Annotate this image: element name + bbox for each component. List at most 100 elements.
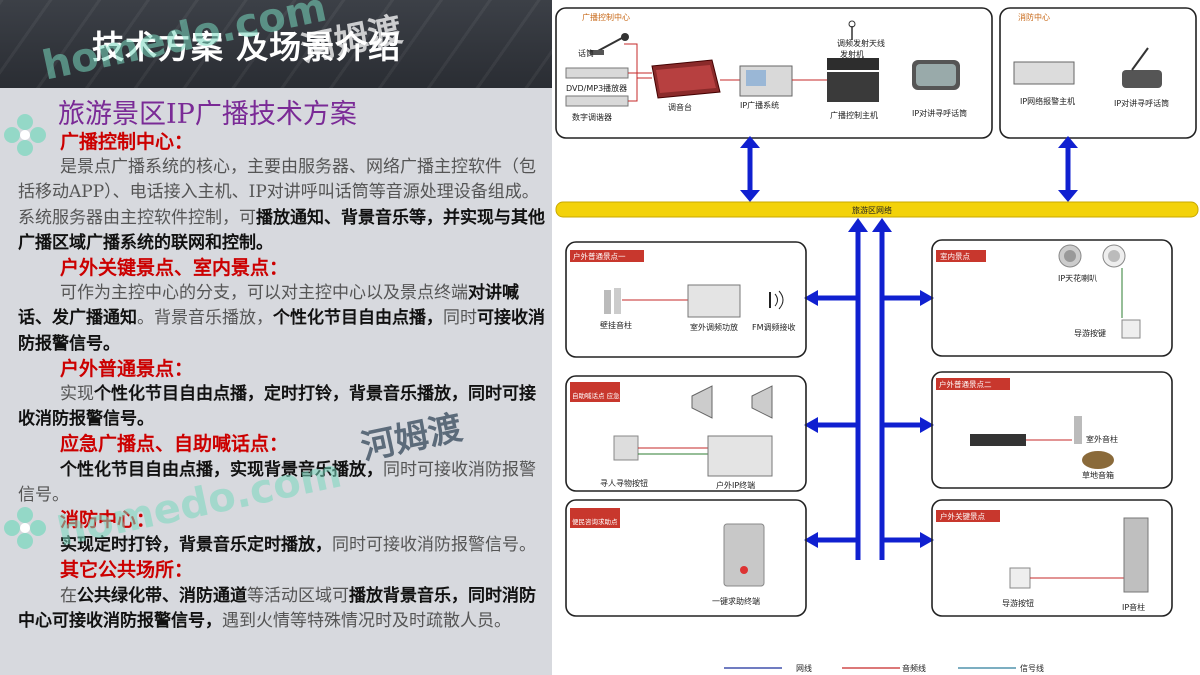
guide-button-device bbox=[1121, 319, 1141, 339]
legend-label: 音频线 bbox=[902, 663, 926, 673]
emphasis-text: 个性化节目自由点播，定时打铃，背景音乐播放，同时可接收消防报警信号。 bbox=[18, 384, 536, 430]
fire-center-title: 消防中心 bbox=[1018, 12, 1050, 22]
audio-line bbox=[624, 43, 652, 102]
ip-terminal-label: 户外IP终端 bbox=[716, 480, 755, 490]
subsection-heading: 户外关键景点、室内景点： bbox=[60, 257, 289, 280]
fire-center-box bbox=[999, 7, 1197, 139]
fire-intercom-label: IP对讲寻呼话筒 bbox=[1114, 98, 1169, 108]
body-text: 在 bbox=[60, 585, 77, 606]
intercom-label: IP对讲寻呼话筒 bbox=[912, 108, 967, 118]
zone-key-title: 户外关键景点 bbox=[940, 511, 985, 521]
body-text: 同时 bbox=[443, 308, 477, 329]
fire-intercom-device bbox=[1122, 47, 1162, 88]
zone-emergency-box bbox=[565, 375, 807, 492]
search-button-label: 寻人寻物按钮 bbox=[600, 478, 648, 488]
body-text: 遇到火情等特殊情况时及时疏散人员。 bbox=[222, 610, 511, 631]
mic-label: 话筒 bbox=[578, 48, 594, 58]
body-text: 是景点广播系统的核心，主要由服务器、网络广播主控软件（包括移动APP）、电话接入… bbox=[18, 157, 539, 228]
ip-column-label: IP音柱 bbox=[1122, 602, 1145, 612]
horn-speaker-icon bbox=[691, 385, 773, 419]
wall-speaker-label: 壁挂音柱 bbox=[600, 320, 632, 330]
help-terminal-device bbox=[723, 523, 765, 587]
ip-system-label: IP广播系统 bbox=[740, 100, 779, 110]
tuner-device bbox=[565, 95, 629, 107]
body-text: 。背景音乐播放， bbox=[137, 308, 273, 329]
logo-flower-icon bbox=[4, 114, 46, 156]
zone-key-box bbox=[931, 499, 1173, 617]
mixer-label: 调音台 bbox=[668, 102, 692, 112]
subsection-body: 在公共绿化带、消防通道等活动区域可播放背景音乐，同时消防中心可接收消防报警信号，… bbox=[18, 584, 548, 634]
wall-speaker-icon bbox=[604, 288, 621, 314]
subsection-body: 个性化节目自由点播，实现背景音乐播放，同时可接收消防报警信号。 bbox=[18, 458, 548, 508]
lawn-speaker-device bbox=[1082, 451, 1114, 469]
alarm-host-device bbox=[1013, 61, 1075, 85]
dvd-player-device bbox=[565, 67, 629, 79]
network-bus bbox=[555, 201, 1199, 218]
emphasis-text: 个性化节目自由点播，实现背景音乐播放， bbox=[60, 459, 383, 480]
zone-outdoor-2-title: 户外普通景点二 bbox=[939, 379, 992, 389]
section-title: 旅游景区IP广播技术方案 bbox=[58, 99, 357, 130]
network-link-arrow bbox=[747, 146, 1071, 192]
ip-terminal-device bbox=[707, 435, 773, 477]
network-trunk bbox=[814, 228, 924, 560]
key-guide-button-device bbox=[1009, 567, 1031, 589]
emphasis-text: 播放通知、背景音乐等，并实现与其他广播区域广播系统的联网和控制。 bbox=[18, 207, 545, 253]
intercom-device bbox=[912, 60, 960, 90]
alarm-host-label: IP网络报警主机 bbox=[1020, 96, 1075, 106]
antenna-label: 调频发射天线 bbox=[837, 38, 885, 48]
lawn-speaker-label: 草地音箱 bbox=[1082, 470, 1114, 480]
legend-label: 信号线 bbox=[1020, 663, 1044, 673]
subsection-heading: 户外普通景点： bbox=[60, 357, 194, 380]
zone-indoor-title: 室内景点 bbox=[940, 251, 970, 261]
body-text: 同时可接收消防报警信号。 bbox=[332, 535, 536, 556]
transmitter-device bbox=[827, 58, 879, 70]
outdoor-column-label: 室外音柱 bbox=[1086, 434, 1118, 444]
dvd-label: DVD/MP3播放器 bbox=[566, 83, 627, 93]
emphasis-text: 可接收消防报警信号。 bbox=[18, 308, 545, 354]
subsection-heading: 广播控制中心： bbox=[60, 131, 194, 153]
ceiling-speaker-icon bbox=[1058, 244, 1126, 268]
body-text: 同时可接收消防报警信号。 bbox=[18, 459, 536, 505]
zone-outdoor-1-box bbox=[565, 241, 807, 358]
antenna-icon bbox=[848, 20, 856, 40]
zone-emergency-title: 自助喊话点 应急广播点 bbox=[572, 391, 640, 400]
emphasis-text: 实现定时打铃，背景音乐定时播放， bbox=[60, 535, 332, 556]
key-guide-button-label: 导游按钮 bbox=[1002, 598, 1034, 608]
microphone-icon bbox=[590, 33, 629, 55]
trunk-arrow-heads bbox=[804, 218, 934, 548]
body-text: 实现 bbox=[60, 384, 94, 405]
fm-receive-label: FM调频接收 bbox=[752, 322, 796, 332]
search-button-device bbox=[613, 435, 639, 461]
host-label: 广播控制主机 bbox=[830, 110, 878, 120]
subsection-heading: 消防中心： bbox=[60, 509, 156, 532]
emphasis-text: 个性化节目自由点播， bbox=[273, 308, 443, 329]
emphasis-text: 播放背景音乐，同时消防中心可接收消防报警信号， bbox=[18, 585, 536, 631]
tuner-label: 数字调谐器 bbox=[572, 112, 612, 122]
content-body: 广播控制中心： 是景点广播系统的核心，主要由服务器、网络广播主控软件（包括移动AP… bbox=[18, 130, 548, 634]
ip-column-device bbox=[1123, 517, 1149, 593]
body-text: 等活动区域可 bbox=[247, 585, 349, 606]
control-center-title: 广播控制中心 bbox=[582, 12, 630, 22]
control-center-box bbox=[555, 7, 993, 139]
network-label: 旅游区网络 bbox=[852, 205, 892, 215]
subsection-body: 可作为主控中心的分支，可以对主控中心以及景点终端对讲喊话、发广播通知。背景音乐播… bbox=[18, 281, 548, 357]
zone-outdoor-1-title: 户外普通景点一 bbox=[573, 251, 626, 261]
header-band bbox=[0, 0, 552, 88]
subsection-body: 实现定时打铃，背景音乐定时播放，同时可接收消防报警信号。 bbox=[18, 533, 548, 558]
zone-help-title: 便民咨询求助点 bbox=[572, 517, 618, 526]
fm-amp-label: 室外调频功放 bbox=[690, 322, 738, 332]
zone-indoor-box bbox=[931, 239, 1173, 357]
zone-help-box bbox=[565, 499, 807, 617]
emphasis-text: 对讲喊话、发广播通知 bbox=[18, 283, 519, 329]
zone-outdoor-2-box bbox=[931, 371, 1173, 489]
emphasis-text: 公共绿化带、消防通道 bbox=[77, 585, 247, 606]
control-host-device bbox=[827, 72, 879, 102]
transmitter-label: 发射机 bbox=[840, 49, 864, 59]
fm-receive-icon bbox=[769, 290, 784, 310]
logo-flower-icon bbox=[4, 507, 46, 549]
subsection-heading: 应急广播点、自助喊话点： bbox=[60, 433, 289, 456]
left-panel: 技术方案 及场景介绍 旅游景区IP广播技术方案 广播控制中心： 是景点广播系统的核… bbox=[0, 0, 552, 675]
fm-amp-device bbox=[687, 284, 741, 318]
slide-title: 技术方案 及场景介绍 bbox=[92, 28, 402, 66]
system-diagram: 广播控制中心 话筒 DVD/MP3播放器 数字调谐器 调音台 IP广播系统 调频… bbox=[552, 0, 1200, 675]
